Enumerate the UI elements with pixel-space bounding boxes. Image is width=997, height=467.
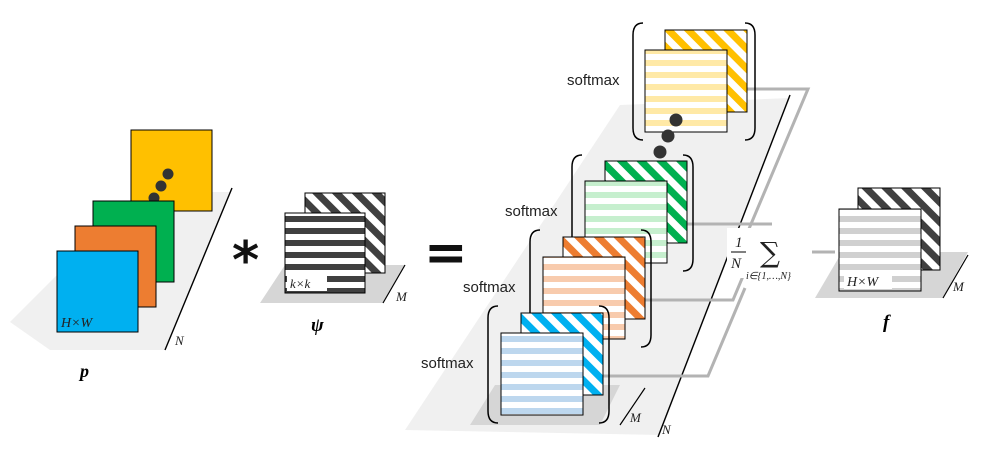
psi-count-label: M: [395, 289, 408, 304]
ellipsis-dot: [661, 129, 675, 143]
stack-count-n-label: N: [661, 422, 672, 437]
stack-count-m-label: M: [629, 410, 642, 425]
f-count-label: M: [952, 279, 965, 294]
bracket-right: [682, 154, 694, 272]
f-count-bar: [942, 254, 969, 299]
bracket-right: [640, 229, 652, 348]
psi-size-label: k×k: [290, 276, 311, 291]
p-map-blue: [56, 250, 139, 333]
attention-stack: M N softmax softmax softmax softma: [405, 22, 811, 438]
connector-line-yellow: [727, 87, 811, 263]
attn-map-yellow-front: [644, 49, 728, 133]
sum-symbol: ∑: [760, 236, 780, 269]
psi-name-label: ψ: [311, 315, 324, 336]
ellipsis-dot: [155, 180, 167, 192]
convolution-operator: *: [232, 231, 259, 291]
softmax-label-green: softmax: [505, 203, 558, 220]
ellipsis-dot: [162, 168, 174, 180]
p-count-label: N: [174, 333, 185, 348]
f-size-label-bg: [844, 273, 892, 289]
bracket-right: [744, 22, 756, 141]
attn-map-blue-front: [500, 332, 584, 416]
connector-line-blue: [583, 287, 747, 378]
formula-bg: [727, 228, 809, 278]
softmax-label-orange: softmax: [463, 279, 516, 296]
average-formula: 1 N ∑ i∈{1,…,N}: [727, 228, 809, 282]
frac-numerator: 1: [735, 235, 743, 251]
sum-index: i∈{1,…,N}: [746, 271, 791, 282]
output-stack-f: H×W M f: [815, 187, 969, 333]
psi-size-label-bg: [287, 276, 327, 291]
stack-n-bar: [657, 94, 791, 438]
kernel-stack-psi: k×k M ψ: [260, 192, 408, 336]
p-name-label: p: [78, 361, 89, 381]
bracket-left: [632, 22, 644, 141]
f-name-label: f: [883, 312, 891, 333]
f-size-label: H×W: [846, 275, 880, 290]
equals-operator: =: [424, 223, 468, 283]
p-count-bar: [164, 187, 233, 351]
p-size-label: H×W: [60, 316, 94, 331]
softmax-label-yellow: softmax: [567, 72, 620, 89]
bracket-left: [487, 305, 499, 424]
stack-m-bar: [619, 387, 646, 426]
softmax-label-blue: softmax: [421, 355, 474, 372]
bracket-right: [598, 305, 610, 424]
input-stack-p: H×W N p: [10, 129, 233, 381]
frac-denominator: N: [730, 256, 742, 272]
ellipsis-dot: [653, 145, 667, 159]
psi-count-bar: [382, 264, 406, 304]
ellipsis-dot: [669, 113, 683, 127]
